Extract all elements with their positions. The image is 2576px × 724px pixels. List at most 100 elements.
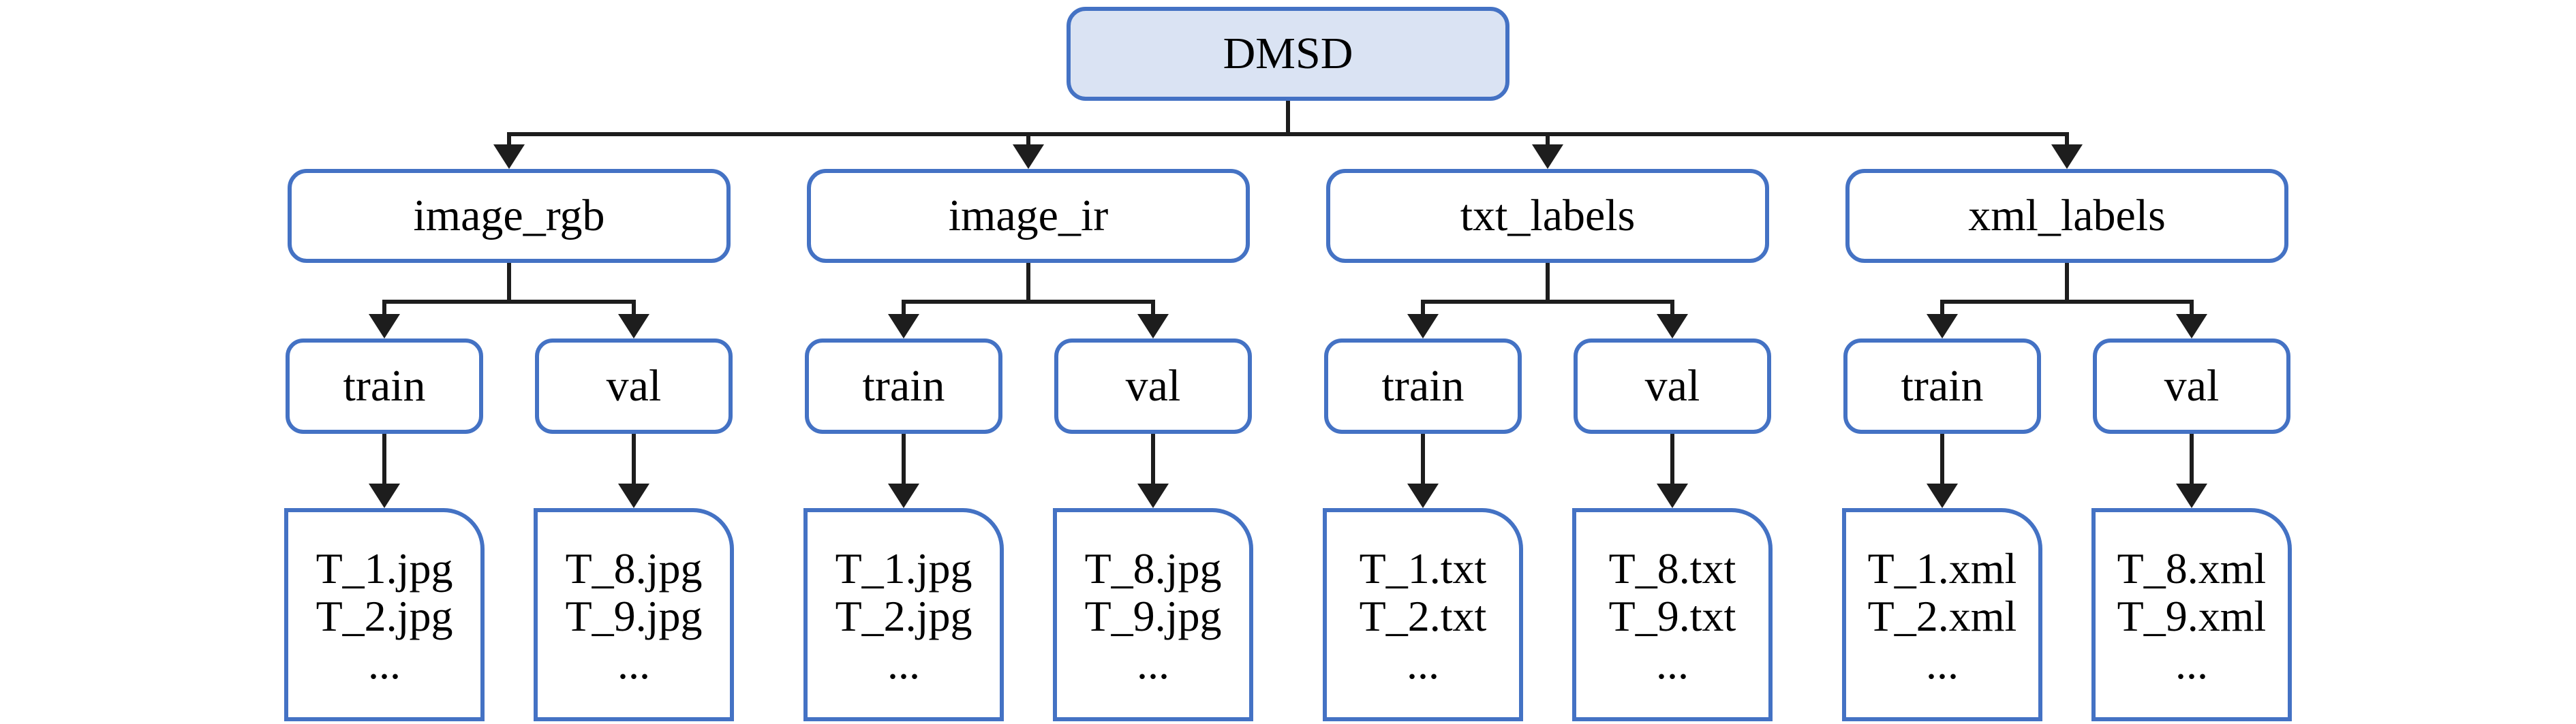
connector-line bbox=[1026, 136, 1030, 147]
connector-line bbox=[1940, 304, 1944, 317]
arrowhead-icon bbox=[369, 314, 400, 339]
connector-line bbox=[1421, 304, 1425, 317]
ellipsis: ... bbox=[887, 640, 920, 688]
subdir-node-train: train bbox=[286, 339, 483, 434]
connector-line bbox=[1151, 434, 1155, 486]
arrowhead-icon bbox=[888, 314, 919, 339]
node-dmsd-root: DMSD bbox=[1067, 7, 1509, 101]
file-list-node: T_8.jpg T_9.jpg ... bbox=[1053, 508, 1253, 721]
file-name: T_2.jpg bbox=[316, 592, 453, 640]
subdir-label: val bbox=[1644, 361, 1700, 411]
file-list-node: T_8.xml T_9.xml ... bbox=[2091, 508, 2292, 721]
connector-line bbox=[1026, 263, 1030, 302]
connector-line bbox=[382, 304, 386, 317]
connector-line bbox=[902, 434, 906, 486]
connector-line bbox=[2190, 304, 2194, 317]
file-name: T_2.jpg bbox=[835, 592, 972, 640]
arrowhead-icon bbox=[2051, 144, 2083, 169]
ellipsis: ... bbox=[368, 640, 401, 688]
subdir-node-train: train bbox=[805, 339, 1002, 434]
arrowhead-icon bbox=[888, 484, 919, 508]
connector-line bbox=[902, 304, 906, 317]
connector-line bbox=[1286, 101, 1290, 134]
subdir-label: val bbox=[1125, 361, 1181, 411]
subdir-node-train: train bbox=[1324, 339, 1522, 434]
ellipsis: ... bbox=[1926, 640, 1959, 688]
subdir-node-val: val bbox=[2093, 339, 2290, 434]
file-list-node: T_8.txt T_9.txt ... bbox=[1572, 508, 1773, 721]
file-list-node: T_1.txt T_2.txt ... bbox=[1323, 508, 1523, 721]
subdir-label: train bbox=[1381, 361, 1465, 411]
file-name: T_2.xml bbox=[1867, 592, 2017, 640]
ellipsis: ... bbox=[617, 640, 650, 688]
arrowhead-icon bbox=[1927, 314, 1958, 339]
arrowhead-icon bbox=[1407, 314, 1439, 339]
connector-line bbox=[2065, 136, 2069, 147]
folder-label: image_rgb bbox=[413, 191, 605, 240]
connector-line bbox=[1670, 304, 1674, 317]
folder-node-txt-labels: txt_labels bbox=[1326, 169, 1769, 263]
arrowhead-icon bbox=[1927, 484, 1958, 508]
folder-node-xml-labels: xml_labels bbox=[1845, 169, 2288, 263]
file-name: T_8.xml bbox=[2117, 544, 2267, 593]
subdir-node-val: val bbox=[1574, 339, 1771, 434]
file-name: T_9.txt bbox=[1608, 592, 1736, 640]
ellipsis: ... bbox=[2175, 640, 2208, 688]
arrowhead-icon bbox=[1013, 144, 1044, 169]
file-name: T_1.jpg bbox=[835, 544, 972, 593]
connector-line bbox=[1421, 300, 1674, 304]
arrowhead-icon bbox=[618, 484, 649, 508]
arrowhead-icon bbox=[2176, 484, 2207, 508]
subdir-label: val bbox=[606, 361, 662, 411]
connector-line bbox=[1670, 434, 1674, 486]
connector-line bbox=[1421, 434, 1425, 486]
folder-label: txt_labels bbox=[1460, 191, 1636, 240]
connector-line bbox=[632, 434, 636, 486]
file-name: T_8.jpg bbox=[565, 544, 703, 593]
folder-label: image_ir bbox=[948, 191, 1109, 240]
ellipsis: ... bbox=[1656, 640, 1689, 688]
connector-line bbox=[1151, 304, 1155, 317]
file-name: T_9.jpg bbox=[1084, 592, 1222, 640]
arrowhead-icon bbox=[369, 484, 400, 508]
arrowhead-icon bbox=[1407, 484, 1439, 508]
file-name: T_1.jpg bbox=[316, 544, 453, 593]
file-list-node: T_1.jpg T_2.jpg ... bbox=[284, 508, 485, 721]
file-list-node: T_1.jpg T_2.jpg ... bbox=[803, 508, 1004, 721]
arrowhead-icon bbox=[2176, 314, 2207, 339]
arrowhead-icon bbox=[1657, 484, 1688, 508]
subdir-node-val: val bbox=[535, 339, 733, 434]
folder-label: xml_labels bbox=[1968, 191, 2166, 240]
subdir-node-train: train bbox=[1843, 339, 2041, 434]
file-name: T_9.jpg bbox=[565, 592, 703, 640]
connector-line bbox=[382, 434, 386, 486]
connector-line bbox=[1940, 434, 1944, 486]
ellipsis: ... bbox=[1137, 640, 1169, 688]
connector-line bbox=[1940, 300, 2194, 304]
connector-line bbox=[382, 300, 636, 304]
file-name: T_8.txt bbox=[1608, 544, 1736, 593]
arrowhead-icon bbox=[1137, 314, 1169, 339]
arrowhead-icon bbox=[1137, 484, 1169, 508]
ellipsis: ... bbox=[1407, 640, 1439, 688]
file-name: T_2.txt bbox=[1359, 592, 1487, 640]
file-list-node: T_1.xml T_2.xml ... bbox=[1842, 508, 2042, 721]
arrowhead-icon bbox=[1532, 144, 1563, 169]
connector-line bbox=[902, 300, 1155, 304]
file-list-node: T_8.jpg T_9.jpg ... bbox=[534, 508, 734, 721]
subdir-label: train bbox=[343, 361, 426, 411]
arrowhead-icon bbox=[1657, 314, 1688, 339]
subdir-label: train bbox=[1901, 361, 1984, 411]
subdir-label: train bbox=[862, 361, 945, 411]
connector-line bbox=[632, 304, 636, 317]
connector-line bbox=[2190, 434, 2194, 486]
node-dmsd-root-label: DMSD bbox=[1223, 29, 1353, 78]
connector-line bbox=[1546, 136, 1550, 147]
subdir-node-val: val bbox=[1054, 339, 1252, 434]
connector-line bbox=[1546, 263, 1550, 302]
arrowhead-icon bbox=[493, 144, 525, 169]
